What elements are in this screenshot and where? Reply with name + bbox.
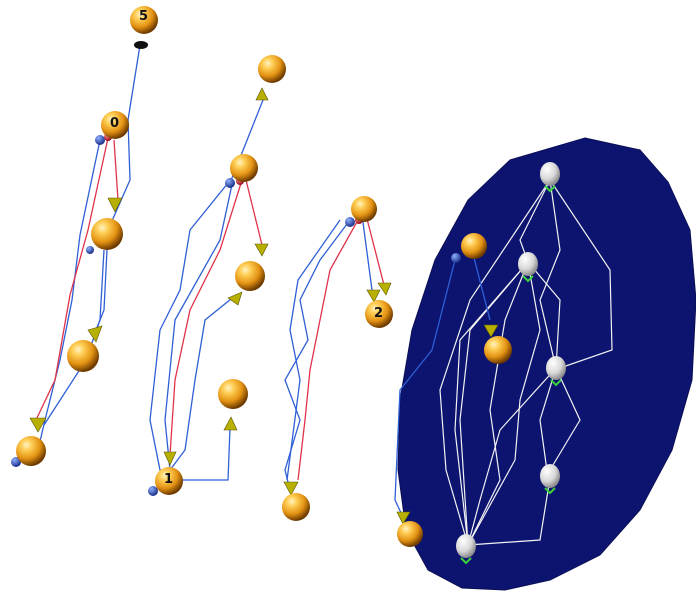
- cone-arrowhead-icon: [283, 481, 299, 496]
- cone-arrowhead-icon: [377, 282, 392, 296]
- node-labels: 5 0 1 2: [110, 9, 383, 487]
- sphere-node-icon: [461, 233, 487, 259]
- disc-node: [456, 534, 476, 558]
- sphere-node-icon: [484, 336, 512, 364]
- cone-arrowhead-icon: [227, 291, 243, 306]
- disc-node: [518, 252, 538, 276]
- cone-arrowhead-icon: [163, 451, 177, 466]
- node-label-2: 2: [374, 306, 383, 321]
- cone-arrowhead-icon: [255, 87, 269, 101]
- sphere-node-icon: [397, 521, 423, 547]
- cone-arrowhead-icon: [483, 324, 499, 338]
- disc-node: [546, 356, 566, 380]
- disc-edges: [439, 179, 613, 546]
- sphere-node-icon: [155, 467, 183, 495]
- sphere-node-icon: [16, 436, 46, 466]
- sphere-node-icon: [235, 261, 265, 291]
- cone-arrowhead-icon: [254, 243, 269, 257]
- node-label-0: 0: [110, 116, 119, 131]
- node-label-5: 5: [139, 9, 148, 24]
- disc-nodes: [456, 162, 566, 565]
- graph-d-edges: [394, 249, 491, 516]
- disc-node: [540, 464, 560, 488]
- graph-a-edges: [21, 44, 141, 461]
- sphere-node-icon: [258, 55, 286, 83]
- sphere-node-icon: [351, 196, 377, 222]
- sphere-node-icon: [365, 300, 393, 328]
- sphere-node-icon: [67, 340, 99, 372]
- cone-arrowhead-icon: [223, 416, 238, 431]
- node-label-1: 1: [164, 472, 173, 487]
- graph-c-edges: [284, 214, 385, 491]
- cone-arrowhead-icon: [396, 511, 411, 525]
- sphere-node-icon: [230, 154, 258, 182]
- arrowheads: [29, 41, 499, 525]
- graph-b-edges: [149, 94, 266, 481]
- sphere-nodes: [16, 6, 512, 547]
- sphere-node-icon: [218, 379, 248, 409]
- disc-node: [540, 162, 560, 186]
- cone-arrowhead-icon: [87, 325, 103, 343]
- sphere-node-icon: [101, 111, 129, 139]
- cone-arrowhead-icon: [29, 417, 47, 433]
- port-balls: [11, 133, 461, 496]
- sphere-node-icon: [91, 218, 123, 250]
- sphere-node-icon: [282, 493, 310, 521]
- sphere-node-icon: [130, 6, 158, 34]
- cone-arrowhead-icon: [107, 197, 123, 213]
- cone-arrowhead-icon: [366, 289, 381, 303]
